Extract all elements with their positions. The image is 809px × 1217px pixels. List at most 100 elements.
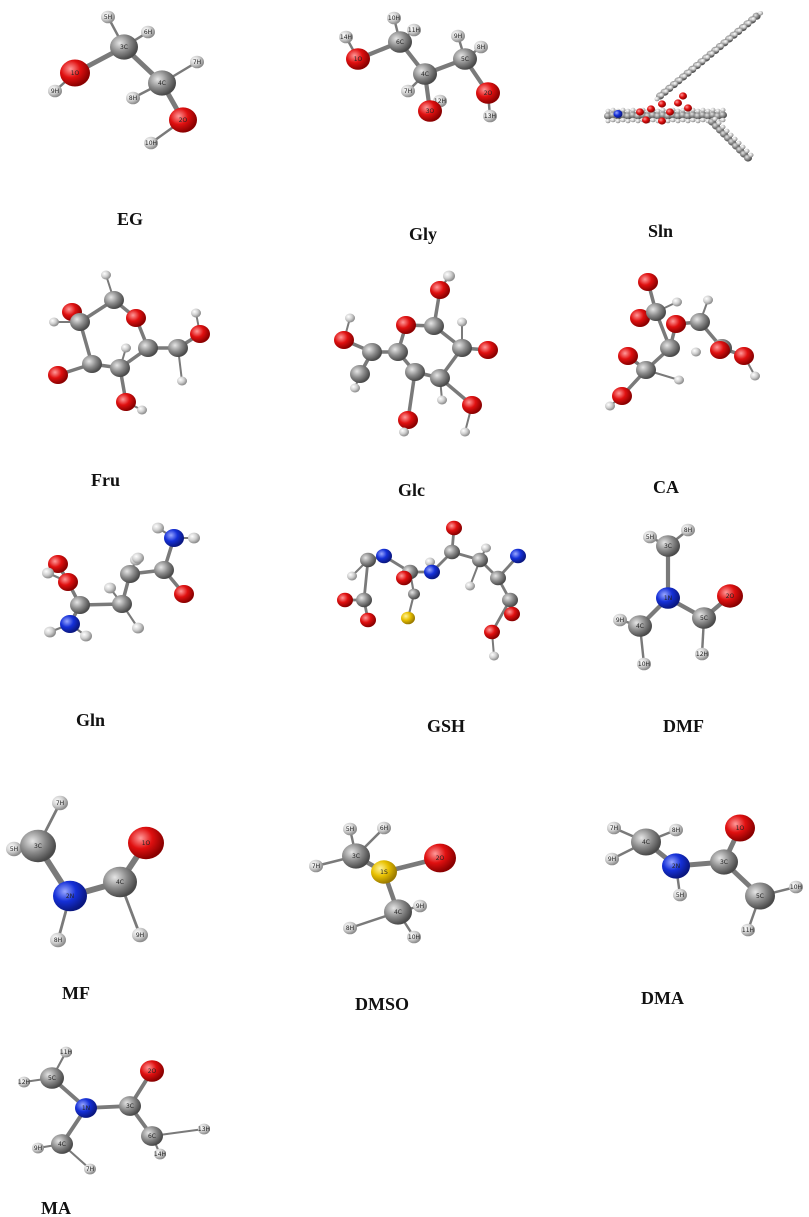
- nitrogen-atom: [75, 1098, 97, 1118]
- atom-label: 7H: [56, 800, 64, 807]
- oxygen-atom: [612, 387, 632, 405]
- carbon-atom: [646, 303, 666, 321]
- oxygen-atom: [658, 117, 666, 125]
- hydrogen-atom: [345, 313, 355, 323]
- hydrogen-atom: [670, 117, 676, 123]
- atom-label: 5C: [756, 893, 764, 900]
- hydrogen-atom: [712, 116, 718, 122]
- hydrogen-atom: [18, 1076, 30, 1088]
- hydrogen-atom: [680, 117, 686, 123]
- hydrogen-atom: [682, 73, 688, 79]
- hydrogen-atom: [132, 552, 144, 564]
- carbon-atom: [342, 843, 370, 869]
- oxygen-atom: [446, 520, 462, 536]
- atom-label: 1O: [354, 56, 363, 63]
- atom-label: 7H: [404, 88, 412, 95]
- oxygen-atom: [630, 309, 650, 327]
- hydrogen-atom: [399, 427, 409, 437]
- atom-label: 5C: [700, 615, 708, 622]
- atom-label: 6C: [148, 1133, 156, 1140]
- nitrogen-atom: [53, 880, 87, 912]
- carbon-atom: [384, 899, 412, 925]
- carbon-atom: [103, 866, 137, 898]
- hydrogen-atom: [741, 923, 755, 937]
- carbon-atom: [168, 339, 188, 357]
- nitrogen-atom: [656, 587, 680, 609]
- label-gln: Gln: [76, 710, 105, 730]
- atom-label: 5H: [676, 892, 684, 899]
- carbon-atom: [405, 363, 425, 381]
- hydrogen-atom: [610, 117, 616, 123]
- atom-label: 14H: [340, 34, 352, 41]
- hydrogen-atom: [720, 117, 726, 123]
- atom-label: 8H: [54, 937, 62, 944]
- hydrogen-atom: [737, 28, 743, 33]
- carbon-atom: [690, 313, 710, 331]
- hydrogen-atom: [191, 308, 201, 318]
- hydrogen-atom: [690, 117, 696, 123]
- hydrogen-atom: [789, 880, 803, 894]
- nitrogen-atom: [164, 529, 184, 547]
- carbon-atom: [82, 355, 102, 373]
- oxygen-atom: [484, 624, 500, 640]
- atom-label: 2O: [436, 855, 445, 862]
- atom-label: 8H: [684, 527, 692, 534]
- carbon-atom: [408, 588, 420, 600]
- hydrogen-atom: [613, 613, 627, 627]
- hydrogen-atom: [343, 921, 357, 935]
- hydrogen-atom: [610, 107, 616, 113]
- hydrogen-atom: [60, 1046, 72, 1058]
- atom-label: 7H: [86, 1166, 94, 1173]
- atom-label: 6H: [380, 825, 388, 832]
- label-fru: Fru: [91, 470, 120, 490]
- hydrogen-atom: [625, 118, 631, 124]
- carbon-atom: [430, 369, 450, 387]
- carbon-atom: [120, 565, 140, 583]
- hydrogen-atom: [350, 383, 360, 393]
- sulfur-atom: [401, 611, 415, 625]
- atom-label: 5H: [646, 534, 654, 541]
- carbon-atom: [40, 1067, 64, 1089]
- oxygen-atom: [666, 108, 674, 116]
- atom-label: 9H: [608, 856, 616, 863]
- molecule-gsh: [337, 520, 526, 661]
- hydrogen-atom: [724, 128, 730, 134]
- atom-label: 3C: [34, 843, 42, 850]
- hydrogen-atom: [132, 927, 148, 943]
- hydrogen-atom: [744, 148, 750, 154]
- hydrogen-atom: [188, 532, 200, 544]
- atom-label: 8H: [346, 925, 354, 932]
- atom-label: 14H: [154, 1151, 166, 1158]
- oxygen-atom: [642, 116, 650, 124]
- hydrogen-atom: [691, 66, 697, 71]
- atom-label: 2O: [179, 117, 188, 124]
- carbon-atom: [453, 48, 477, 70]
- hydrogen-atom: [710, 107, 716, 113]
- carbon-atom: [745, 882, 775, 910]
- molecule-fru: [48, 270, 210, 415]
- label-glc: Glc: [398, 480, 425, 500]
- oxygen-atom: [710, 341, 730, 359]
- atom-label: 1O: [736, 825, 745, 832]
- hydrogen-atom: [736, 140, 742, 146]
- hydrogen-atom: [615, 118, 621, 124]
- oxygen-atom: [128, 826, 164, 860]
- carbon-atom: [70, 596, 90, 614]
- atom-label: 9H: [416, 903, 424, 910]
- carbon-atom: [628, 615, 652, 637]
- hydrogen-atom: [50, 932, 66, 948]
- atom-label: 2N: [672, 863, 680, 870]
- atom-label: 8H: [672, 827, 680, 834]
- hydrogen-atom: [101, 10, 115, 24]
- hydrogen-atom: [141, 25, 155, 39]
- hydrogen-atom: [728, 35, 734, 41]
- carbon-atom: [444, 544, 460, 560]
- nitrogen-atom: [510, 548, 526, 564]
- carbon-atom: [631, 828, 661, 856]
- carbon-atom: [660, 339, 680, 357]
- label-eg: EG: [117, 209, 143, 229]
- carbon-atom: [502, 592, 518, 608]
- hydrogen-atom: [695, 118, 701, 124]
